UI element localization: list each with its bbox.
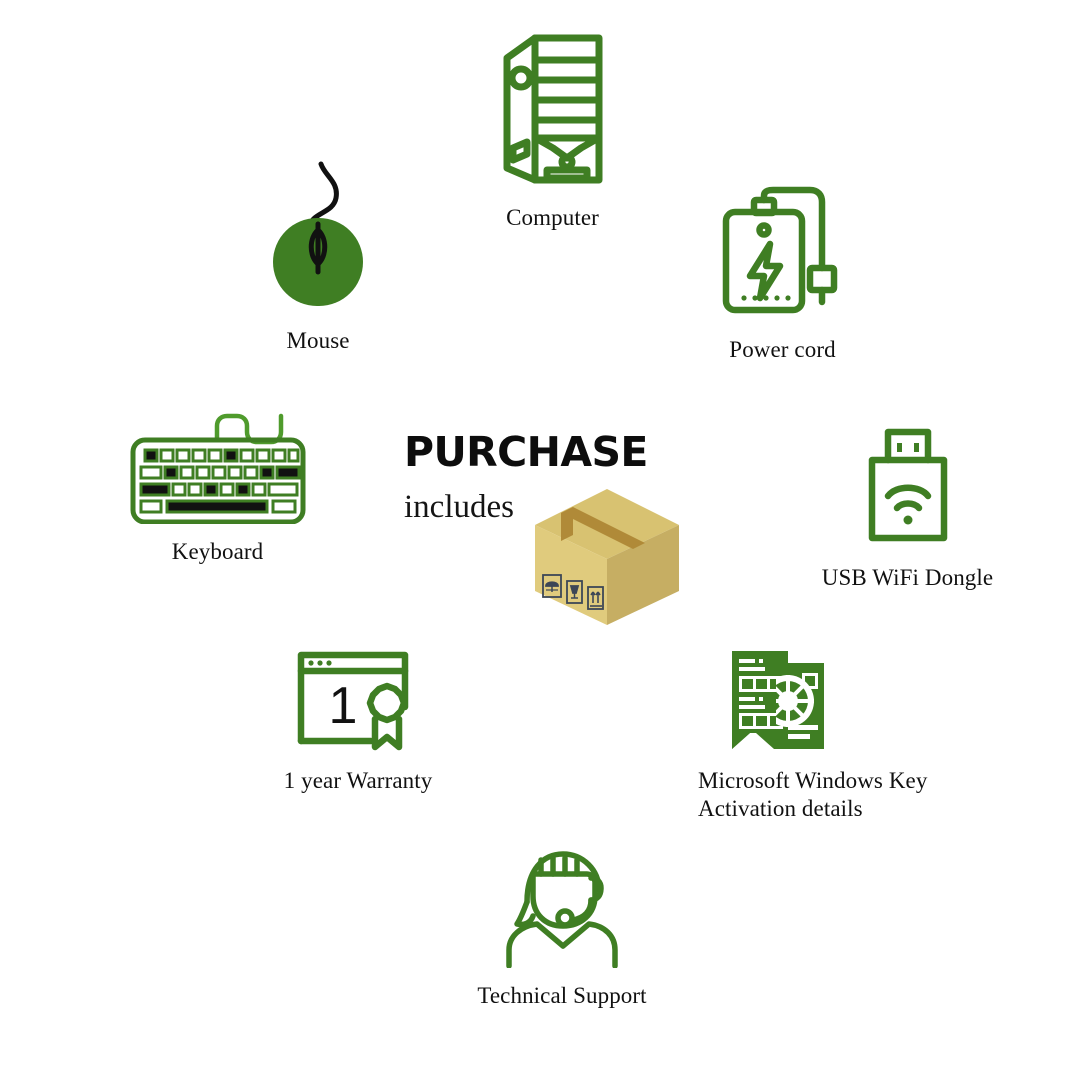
headline-block: PURCHASE includes [404,428,648,525]
item-support: Technical Support [462,846,662,1010]
item-warranty: 1 1 year Warranty [274,645,442,795]
keyboard-icon [125,404,310,525]
warranty-year-number: 1 [329,677,358,735]
headset-agent-icon [503,846,621,969]
item-computer: Computer [455,28,650,232]
item-label-warranty: 1 year Warranty [283,768,433,793]
usb-wifi-dongle-icon [858,424,958,546]
item-label-mouse: Mouse [286,328,350,353]
item-label-keyboard: Keyboard [171,539,264,564]
power-adapter-icon [718,186,848,318]
page-title: PURCHASE [404,428,648,476]
windows-activation-documents-icon [726,645,831,753]
item-label-computer: Computer [506,205,599,230]
computer-mouse-icon [263,152,373,307]
warranty-certificate-icon: 1 [293,645,423,753]
page-subtitle: includes [404,489,514,525]
item-power: Power cord [700,186,865,364]
item-label-winkey: Microsoft Windows Key Activation details [698,768,928,822]
item-keyboard: Keyboard [125,404,310,566]
item-mouse: Mouse [243,152,393,355]
cardboard-box-icon [533,487,681,632]
computer-tower-icon [493,28,613,188]
item-usb: USB WiFi Dongle [815,424,1000,592]
item-label-usb: USB WiFi Dongle [821,565,994,590]
item-label-support: Technical Support [477,983,647,1008]
item-winkey: Microsoft Windows Key Activation details [698,645,938,823]
item-label-power: Power cord [729,337,836,362]
